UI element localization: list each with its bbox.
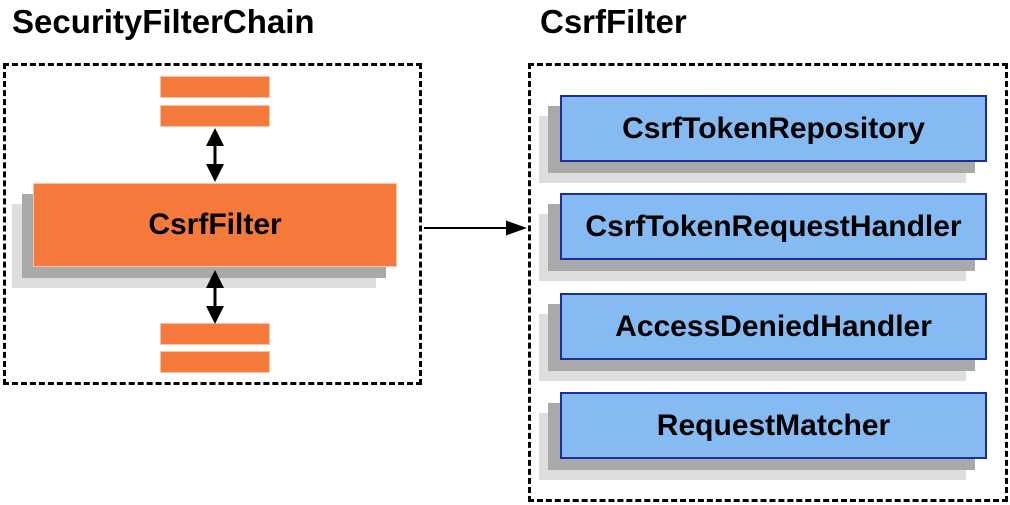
filter-placeholder-bar-bottom-1 — [160, 323, 270, 345]
security-filter-chain-title: SecurityFilterChain — [12, 3, 315, 40]
component-box-access-denied-handler: AccessDeniedHandler — [560, 293, 987, 360]
security-filter-chain-container — [3, 63, 422, 385]
filter-placeholder-bar-top-1 — [160, 76, 270, 98]
component-box-csrf-token-request-handler: CsrfTokenRequestHandler — [560, 193, 987, 260]
component-box-label: CsrfTokenRequestHandler — [585, 209, 962, 243]
component-box-label: RequestMatcher — [656, 408, 891, 442]
csrf-filter-title: CsrfFilter — [540, 3, 687, 40]
filter-placeholder-bar-bottom-2 — [160, 351, 270, 373]
component-box-label: CsrfTokenRepository — [622, 111, 925, 145]
component-box-request-matcher: RequestMatcher — [560, 392, 987, 459]
component-box-csrf-token-repository: CsrfTokenRepository — [560, 95, 987, 162]
component-box-label: AccessDeniedHandler — [615, 309, 932, 343]
csrf-filter-box: CsrfFilter — [33, 183, 397, 267]
right-arrow-icon — [424, 220, 527, 236]
csrf-filter-container — [528, 63, 1008, 502]
filter-placeholder-bar-top-2 — [160, 105, 270, 127]
csrf-filter-box-label: CsrfFilter — [148, 208, 282, 241]
